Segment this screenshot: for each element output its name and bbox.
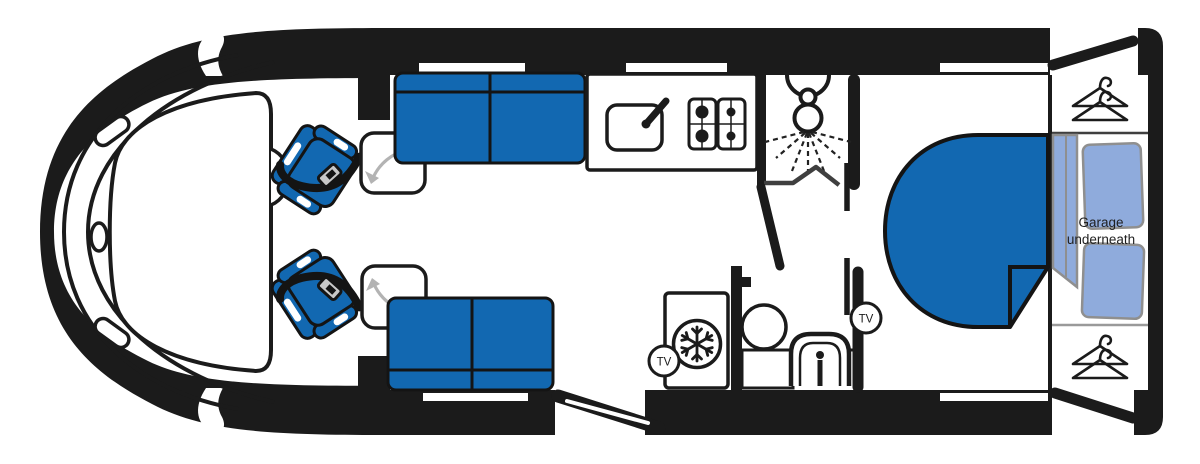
washbasin-icon [740, 303, 788, 351]
toilet-icon [788, 331, 852, 386]
tv-label: TV [859, 314, 874, 326]
window-bottom-bedroom [940, 393, 1048, 401]
washroom-wall-stub [731, 277, 751, 287]
tv-badge-lounge: TV [647, 344, 681, 378]
headlight-top [93, 114, 131, 148]
garage-hatch-flap-bottom [1049, 387, 1139, 424]
shower-bifold-door [764, 164, 841, 187]
cab-detail [61, 53, 290, 411]
shower-head-joint [798, 87, 818, 107]
wing-mirror-bottom [198, 388, 225, 433]
pillow-bottom [1080, 241, 1146, 321]
shower-head-icon [792, 102, 824, 134]
wheel-arch-bottom [358, 356, 390, 390]
tap-base [641, 119, 651, 129]
basin-counter [740, 348, 795, 390]
tv-label: TV [657, 357, 672, 369]
window-top-lounge [419, 63, 525, 72]
dinette-seat-top [393, 71, 587, 165]
shower-room [756, 74, 860, 315]
windscreen [107, 90, 273, 374]
hob-burner [695, 105, 709, 119]
kitchen [585, 72, 759, 172]
pillow-top [1081, 142, 1145, 230]
window-top-bedroom [940, 63, 1048, 72]
hob-burner [726, 107, 736, 117]
tv-ring [647, 344, 681, 378]
grille-badge [89, 221, 109, 253]
garage-underneath-label-line1: Garage [1078, 215, 1123, 230]
cab-bonnet-contour-inner [85, 60, 275, 404]
window-bottom-lounge [423, 393, 528, 401]
entry-door-flap-stripe [565, 399, 650, 425]
washroom-door-open [756, 182, 785, 271]
wing-mirror-top [198, 31, 225, 76]
swivel-arrowhead [366, 278, 380, 291]
island-bed [883, 133, 1050, 329]
window-top-kitchen [626, 63, 727, 72]
toilet-inner [798, 341, 842, 386]
tap-icon [642, 97, 670, 128]
tv-ring [849, 301, 883, 335]
wheel-arch-top [358, 75, 390, 120]
fridge [663, 291, 730, 390]
shower-wall-left [757, 75, 766, 185]
garage-hatch-flap-top [1047, 35, 1139, 71]
toilet-flush [816, 351, 824, 359]
hob-icon [687, 97, 747, 151]
bed-duvet-fold [1008, 265, 1048, 327]
washroom [731, 266, 864, 393]
snowflake-icon [680, 325, 714, 363]
shower-spray [764, 130, 852, 175]
washroom-wall-left [731, 266, 742, 390]
swivel-arrowhead [365, 171, 379, 184]
cab-bonnet-contour-outer [61, 53, 239, 411]
hob-burner [695, 129, 709, 143]
hob-burner [726, 131, 736, 141]
garage-underneath-label-line2: underneath [1067, 232, 1135, 247]
dinette-seat-bottom [386, 296, 555, 392]
tv-badge-bedroom: TV [849, 301, 883, 335]
headlight-bottom [93, 316, 131, 350]
